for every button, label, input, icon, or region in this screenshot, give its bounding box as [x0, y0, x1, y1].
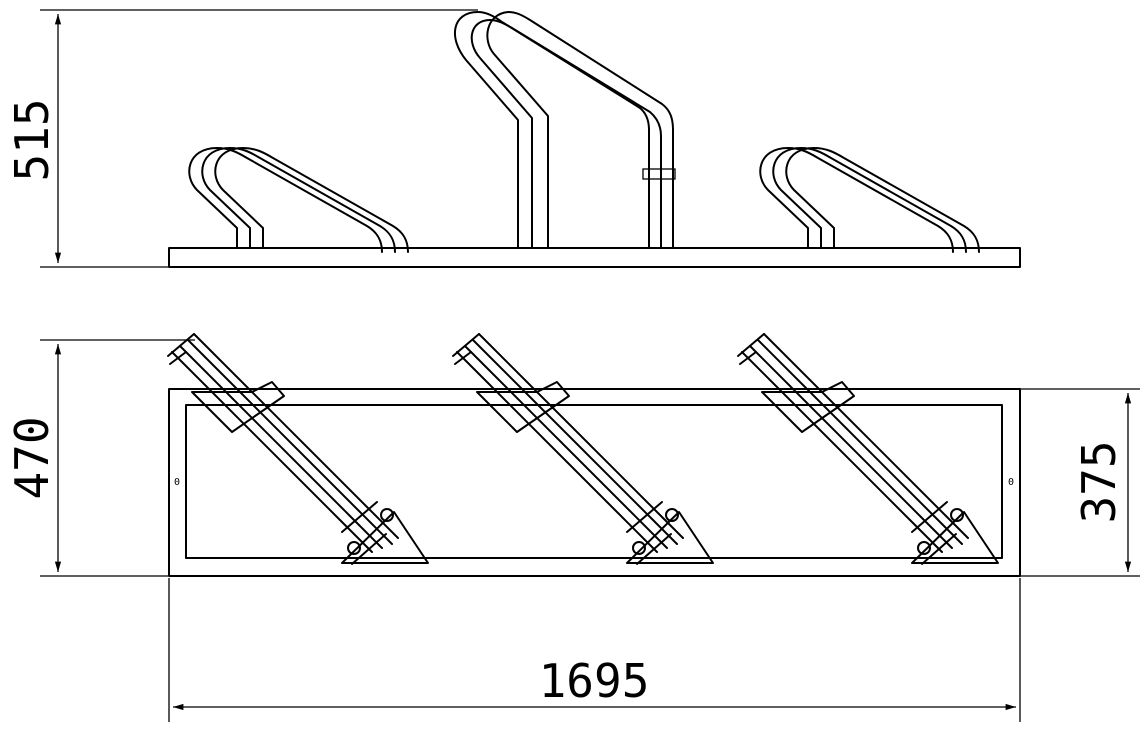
height-dimension: 515	[5, 9, 478, 268]
left-bracket-mark: 0	[174, 477, 180, 488]
hoop-top-2	[452, 333, 714, 565]
side-view: 515	[5, 9, 1021, 268]
base-plate	[168, 247, 1021, 268]
depth-dimension: 470	[5, 339, 195, 577]
width-label: 1695	[539, 654, 650, 708]
top-view: 0 0 470 375 1695	[5, 333, 1140, 722]
right-hoop-side	[759, 147, 980, 253]
right-bracket-mark: 0	[1008, 477, 1014, 488]
hoop-top-3	[737, 333, 999, 565]
width-dimension: 1695	[168, 578, 1021, 722]
hoop-top-1	[167, 333, 429, 565]
height-label: 515	[5, 98, 59, 181]
depth-label: 470	[5, 416, 59, 499]
clamp	[642, 168, 676, 180]
frame-depth-dimension: 375	[1020, 388, 1140, 577]
middle-hoop-side	[454, 11, 676, 249]
left-hoop-side	[188, 147, 409, 253]
frame-outer	[168, 388, 1021, 577]
frame-inner	[185, 404, 1003, 559]
frame-depth-label: 375	[1072, 440, 1126, 523]
